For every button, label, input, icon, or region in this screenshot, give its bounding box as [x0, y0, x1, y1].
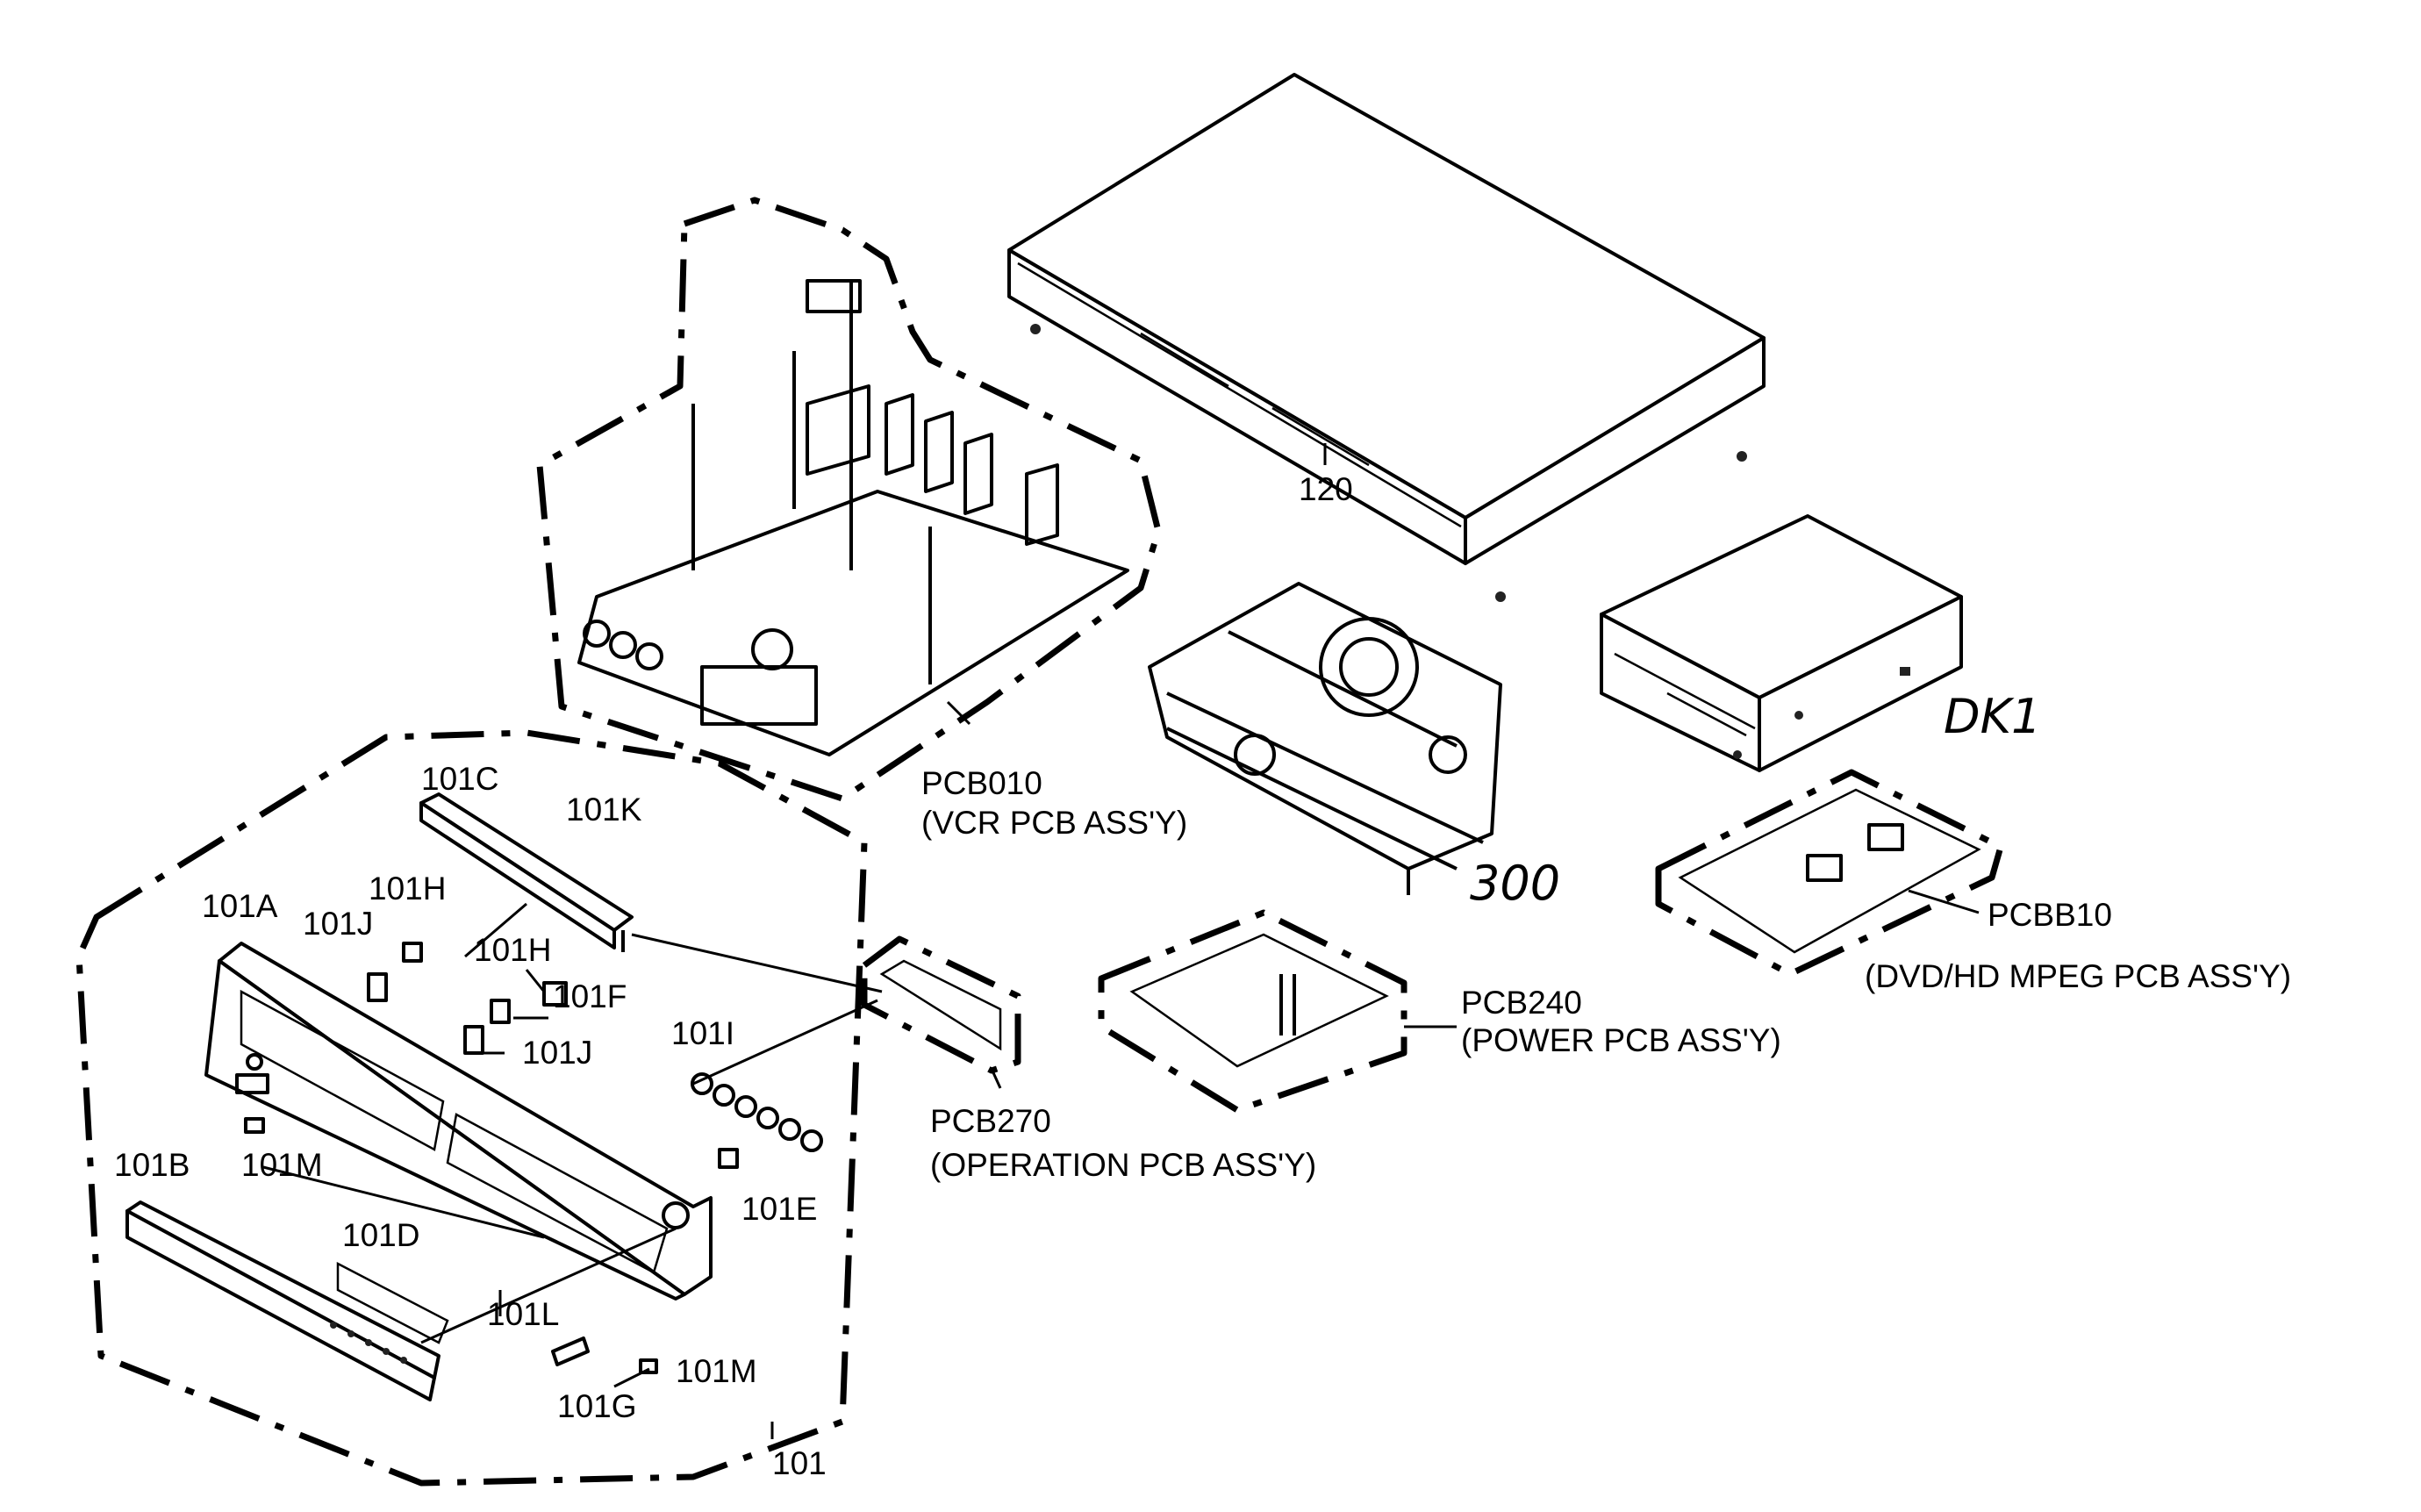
label-101M-b: 101M — [676, 1353, 757, 1389]
part-labels: 120 PCB010 (VCR PCB ASS'Y) PCBB10 (DVD/H… — [114, 471, 2291, 1481]
label-pcb240-code: PCB240 — [1461, 985, 1582, 1021]
label-pcb010-name: (VCR PCB ASS'Y) — [921, 805, 1187, 841]
label-pcbb10-code: PCBB10 — [1988, 897, 2112, 933]
power-pcb — [1098, 909, 1457, 1114]
label-101C: 101C — [421, 761, 498, 797]
label-pcb010-code: PCB010 — [921, 765, 1042, 801]
label-101D: 101D — [342, 1217, 419, 1253]
label-pcb240-name: (POWER PCB ASS'Y) — [1461, 1022, 1781, 1058]
label-101H-b: 101H — [474, 932, 551, 968]
label-101J-a: 101J — [303, 906, 373, 942]
front-panel-assembly — [75, 729, 883, 1487]
label-101L: 101L — [487, 1296, 559, 1332]
label-101M-a: 101M — [241, 1147, 323, 1183]
label-101A: 101A — [202, 888, 278, 924]
label-120: 120 — [1299, 471, 1353, 507]
label-101F: 101F — [553, 978, 627, 1014]
label-101B: 101B — [114, 1147, 190, 1183]
label-101K: 101K — [566, 792, 642, 828]
handwritten-dk1: DK1 — [1944, 689, 2041, 744]
label-101I: 101I — [671, 1015, 734, 1051]
label-101: 101 — [772, 1445, 827, 1481]
label-101G: 101G — [557, 1388, 637, 1424]
label-101H-a: 101H — [369, 871, 446, 906]
operation-pcb — [861, 935, 1021, 1089]
label-101J-b: 101J — [522, 1035, 592, 1071]
label-pcb270-name: (OPERATION PCB ASS'Y) — [930, 1147, 1316, 1183]
dvd-drive-dk1 — [1600, 514, 1963, 772]
label-pcb270-code: PCB270 — [930, 1103, 1051, 1139]
dvd-mpeg-pcb — [1655, 769, 2004, 978]
label-pcbb10-name: (DVD/HD MPEG PCB ASS'Y) — [1865, 958, 2291, 994]
vcr-deck-mechanism — [1148, 582, 1502, 895]
top-cover-120 — [1007, 73, 1766, 602]
vcr-pcb-assembly — [536, 197, 1162, 802]
label-101E: 101E — [741, 1191, 817, 1227]
handwritten-300: 300 — [1470, 856, 1560, 911]
